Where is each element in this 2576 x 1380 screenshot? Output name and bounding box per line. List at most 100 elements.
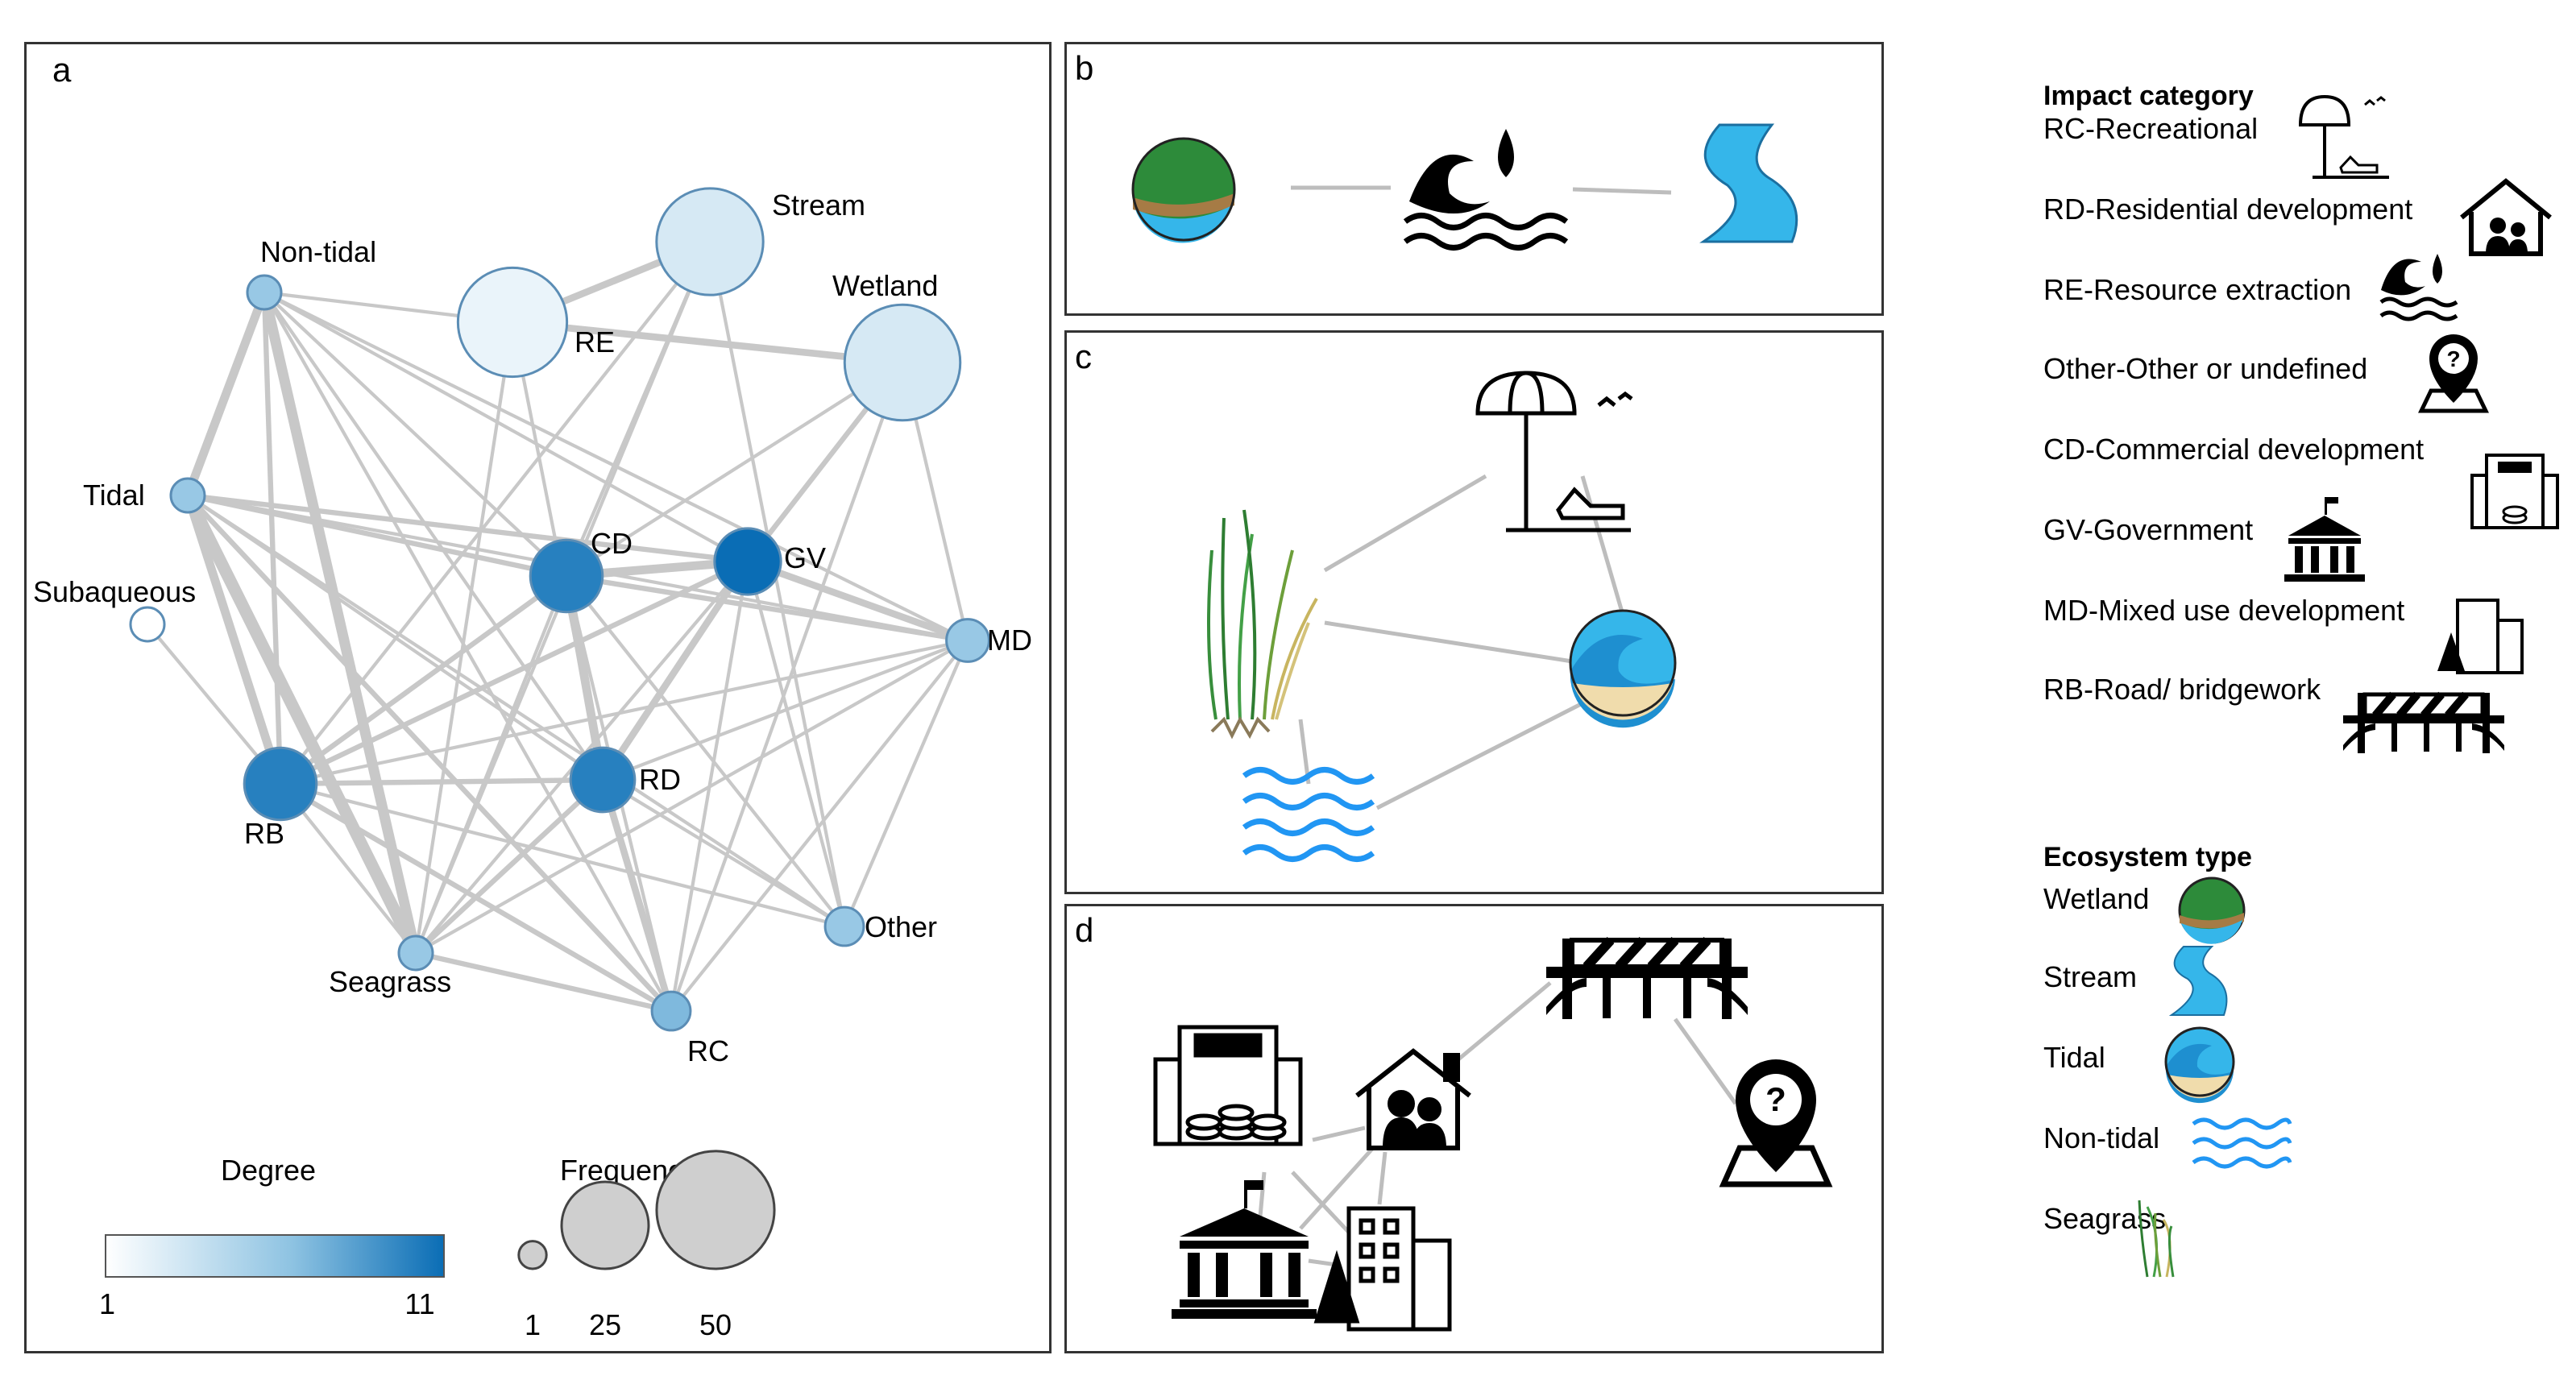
node-label-stream: Stream — [772, 189, 865, 222]
network-edge — [600, 638, 970, 782]
svg-text:?: ? — [1765, 1080, 1786, 1118]
building-coins-icon — [2470, 454, 2559, 529]
building-coins-icon — [1153, 1025, 1303, 1146]
network-edge — [277, 573, 570, 787]
impact-legend-title: Impact category — [2043, 81, 2254, 111]
stream-icon — [1699, 123, 1798, 243]
node-label-md: MD — [987, 624, 1032, 657]
bridge-icon — [2343, 691, 2504, 753]
panel-d-graph: ? — [1153, 936, 1833, 1332]
impact-legend: Impact category — [2043, 81, 2559, 112]
network-edge — [261, 289, 284, 787]
node-re — [456, 266, 569, 379]
node-label-rd: RD — [639, 763, 681, 796]
question-pin-icon: ? — [2418, 334, 2489, 413]
network-edge — [669, 360, 905, 1013]
network-edge — [262, 290, 970, 643]
ecosystem-legend-item: Tidal — [2043, 1041, 2105, 1074]
ecosystem-legend-title: Ecosystem type — [2043, 842, 2252, 872]
node-md — [945, 618, 990, 663]
wetland-icon — [1131, 137, 1236, 243]
non-tidal-icon — [1242, 767, 1375, 862]
network-edge — [745, 559, 847, 929]
seagrass-icon — [2138, 1200, 2175, 1278]
network-edge — [183, 491, 285, 789]
house-family-icon — [1355, 1048, 1471, 1150]
network-edge — [259, 287, 421, 959]
network-edge — [277, 777, 606, 787]
node-rb — [243, 746, 318, 822]
network-edge — [413, 638, 970, 955]
panel-a-label: a — [52, 51, 72, 89]
node-label-gv: GV — [784, 541, 826, 574]
network-edge — [564, 239, 712, 578]
network-edge — [599, 776, 675, 1015]
network-edge — [744, 557, 972, 644]
network-edge — [262, 290, 750, 564]
node-gv — [713, 527, 782, 596]
node-seagrass — [397, 935, 434, 972]
panel-b: b — [1064, 42, 1884, 316]
node-label-rc: RC — [687, 1034, 729, 1067]
frequency-circle-25 — [560, 1180, 650, 1270]
ecosystem-legend-item: Wetland — [2043, 882, 2149, 915]
impact-legend-item: RD-Residential development — [2043, 193, 2412, 226]
network-edge — [599, 557, 752, 784]
tidal-icon — [1569, 609, 1677, 728]
impact-legend-item: RB-Road/ bridgework — [2043, 673, 2321, 706]
network-nodes — [129, 187, 990, 1032]
network-edge — [564, 360, 905, 578]
network-labels: StreamREWetlandNon-tidalTidalSubaqueousC… — [33, 189, 1032, 1067]
impact-legend-item: CD-Commercial development — [2043, 433, 2424, 466]
node-wetland — [843, 303, 962, 422]
panel-c-label: c — [1075, 338, 1092, 375]
panel-c: c — [1064, 330, 1884, 894]
network-edge — [413, 777, 606, 956]
node-subaqueous — [129, 606, 166, 643]
network-edge — [413, 950, 674, 1014]
building-tree-icon — [1313, 1206, 1452, 1332]
stream-icon — [2168, 946, 2228, 1016]
network-edge — [413, 574, 569, 955]
node-label-other: Other — [865, 910, 937, 943]
wave-drop-icon — [2379, 254, 2458, 321]
network-edge — [669, 638, 970, 1013]
network-edge — [278, 638, 970, 786]
umbrella-icon — [1475, 371, 1633, 533]
question-pin-icon: ? — [1719, 1059, 1833, 1187]
government-building-icon — [2284, 497, 2365, 582]
node-label-tidal: Tidal — [83, 479, 145, 512]
network-edge — [413, 320, 515, 955]
node-rc — [650, 990, 692, 1032]
frequency-label-1: 1 — [525, 1308, 541, 1341]
node-label-non-tidal: Non-tidal — [260, 235, 376, 268]
node-non-tidal — [246, 274, 283, 311]
network-edge — [277, 558, 751, 787]
panel-d: d ? — [1064, 904, 1884, 1353]
ecosystem-legend-item: Stream — [2043, 960, 2137, 993]
node-tidal — [169, 477, 206, 514]
network-edge — [600, 777, 847, 929]
degree-legend-min: 1 — [99, 1287, 115, 1320]
panel-b-graph — [1131, 123, 1798, 251]
government-building-icon — [1172, 1180, 1317, 1319]
network-edge — [262, 290, 569, 578]
network-edge — [508, 318, 906, 367]
wave-drop-icon — [1403, 129, 1569, 251]
panel-c-graph — [1207, 371, 1677, 862]
node-label-seagrass: Seagrass — [329, 965, 451, 998]
house-family-icon — [2460, 178, 2552, 256]
tidal-icon — [2164, 1026, 2235, 1104]
node-label-wetland: Wetland — [832, 269, 938, 302]
seagrass-icon — [1207, 509, 1318, 740]
degree-gradient-bar — [105, 1234, 445, 1278]
svg-text:?: ? — [2446, 346, 2460, 371]
degree-legend-title: Degree — [221, 1154, 316, 1187]
impact-legend-item: MD-Mixed use development — [2043, 594, 2404, 627]
network-edge — [262, 290, 674, 1013]
network-edge — [563, 573, 971, 644]
network-edge — [707, 239, 847, 929]
ecosystem-legend-item: Seagrass — [2043, 1202, 2166, 1235]
